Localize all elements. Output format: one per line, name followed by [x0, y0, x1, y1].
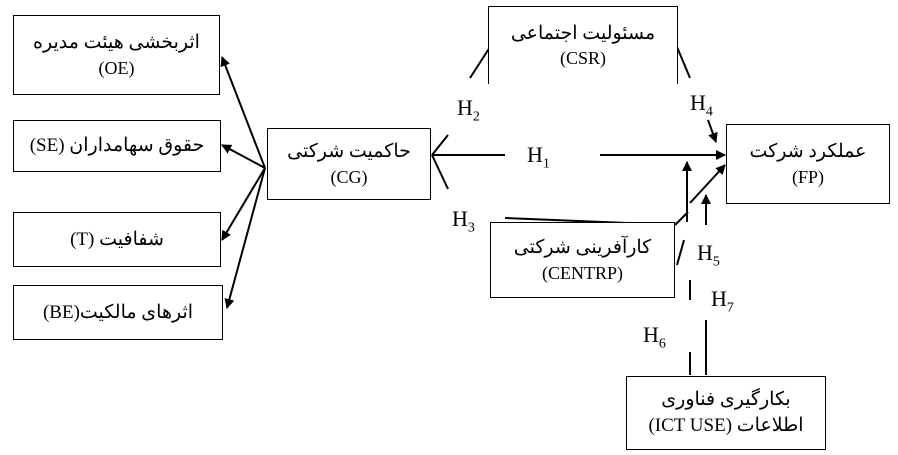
node-fp: عملکرد شرکت (FP)	[726, 124, 890, 204]
node-fp-label: عملکرد شرکت	[749, 141, 867, 163]
node-se-label: حقوق سهامداران (SE)	[29, 135, 205, 157]
cg-chevron-lower	[431, 154, 449, 190]
label-h5: H5	[697, 240, 720, 270]
cg-chevron-upper	[431, 134, 449, 156]
label-h3-sub: 3	[467, 220, 475, 236]
node-t-label: شفافیت (T)	[70, 228, 164, 250]
node-fp-abbr: (FP)	[791, 166, 824, 187]
node-centrp: کارآفرینی شرکتی (CENTRP)	[490, 222, 675, 298]
label-h4-sub: 4	[705, 104, 713, 120]
node-oe: اثربخشی هیئت مدیره (OE)	[13, 15, 220, 95]
node-csr-abbr: (CSR)	[559, 48, 606, 69]
label-h1-base: H	[527, 142, 543, 167]
label-h3: H3	[452, 206, 475, 236]
arrow-cg-to-be	[224, 167, 266, 309]
label-h5-base: H	[697, 240, 713, 265]
node-cg-label: حاکمیت شرکتی	[287, 141, 411, 163]
node-centrp-label: کارآفرینی شرکتی	[513, 237, 652, 259]
label-h7-base: H	[711, 286, 727, 311]
node-ict: بکارگیری فناوری اطلاعات (ICT USE)	[626, 376, 826, 450]
label-h6-base: H	[643, 322, 659, 347]
h5-line-bottom	[676, 239, 685, 266]
arrow-cg-to-t	[221, 167, 266, 241]
node-be: اثرهای مالکیت(BE)	[13, 285, 223, 340]
node-cg: حاکمیت شرکتی (CG)	[267, 128, 431, 200]
label-h2-base: H	[457, 95, 473, 120]
label-h2: H2	[457, 95, 480, 125]
node-cg-abbr: (CG)	[330, 166, 368, 187]
arrow-cg-to-oe	[220, 56, 266, 169]
label-h7: H7	[711, 286, 734, 316]
node-t: شفافیت (T)	[13, 212, 221, 267]
label-h1-sub: 1	[542, 156, 550, 172]
node-csr-label: مسئولیت اجتماعی	[510, 22, 656, 44]
label-h6-sub: 6	[658, 336, 666, 352]
label-h7-sub: 7	[726, 300, 734, 316]
node-centrp-abbr: (CENTRP)	[542, 262, 623, 283]
label-h4: H4	[690, 90, 713, 120]
h5-line-diagonal	[689, 164, 726, 204]
label-h6: H6	[643, 322, 666, 352]
arrow-cg-to-se	[221, 144, 266, 169]
label-h2-sub: 2	[472, 109, 480, 125]
node-ict-label-2: اطلاعات (ICT USE)	[648, 415, 804, 436]
h4-line-lower	[707, 119, 718, 143]
node-se: حقوق سهامداران (SE)	[13, 120, 221, 172]
label-h3-base: H	[452, 206, 468, 231]
h2-line	[469, 46, 491, 79]
node-oe-abbr: (OE)	[98, 57, 135, 78]
node-csr: مسئولیت اجتماعی (CSR)	[488, 6, 678, 84]
node-ict-label: بکارگیری فناوری	[661, 389, 791, 411]
label-h4-base: H	[690, 90, 706, 115]
label-h1: H1	[527, 142, 550, 172]
label-h5-sub: 5	[712, 254, 720, 270]
h4-line-upper	[676, 46, 691, 79]
h3-line-right	[674, 211, 689, 226]
node-be-label: اثرهای مالکیت(BE)	[42, 301, 194, 323]
node-oe-label: اثربخشی هیئت مدیره	[33, 32, 200, 54]
